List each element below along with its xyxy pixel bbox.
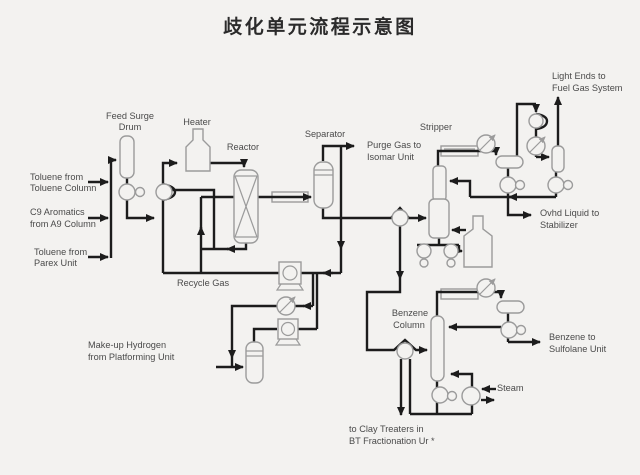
charge-pump-icon <box>118 183 146 201</box>
stream-label-makeup-hydrogen: from Platforming Unit <box>88 352 175 362</box>
benzene-column-label: Benzene <box>392 308 428 318</box>
stream-label-ovhd-liquid: Stabilizer <box>540 220 578 230</box>
stripper-reboiler-furnace <box>463 215 493 268</box>
stream-label-benzene-product: Sulfolane Unit <box>549 344 607 354</box>
separator-label: Separator <box>305 129 345 139</box>
combined-feed-exchanger-icon <box>155 183 173 201</box>
separator-vessel <box>313 161 334 209</box>
stream-label-clay-treaters: BT Fractionation Ur * <box>349 436 435 446</box>
stripper-bottoms-pumps-icon <box>416 243 459 268</box>
stripper-aircooler-icon <box>476 134 496 154</box>
stream-label-purge-gas: Purge Gas to <box>367 140 421 150</box>
stripper-reflux-drum <box>495 155 524 169</box>
stream-label-steam: Steam <box>497 383 524 393</box>
stream-label-ovhd-liquid: Ovhd Liquid to <box>540 208 599 218</box>
recycle-compressor-icon <box>275 261 305 291</box>
pipe-reactor-effluent <box>226 243 248 253</box>
benzene-condenser <box>440 288 479 300</box>
light-ends-cooler-icon <box>526 136 546 156</box>
light-ends-exchanger-icon <box>528 113 544 129</box>
pipe-charge-pump-out <box>125 200 155 222</box>
reactor-label: Reactor <box>227 142 259 152</box>
stream-label-recycle-gas: Recycle Gas <box>177 278 229 288</box>
pipe-drum-vapor <box>515 102 536 156</box>
diagram-title: 歧化单元流程示意图 <box>223 15 417 38</box>
benzene-reflux-pump-icon <box>500 321 527 339</box>
pipe-separator-bottoms <box>321 206 427 222</box>
stream-label-c9-aromatics: from A9 Column <box>30 219 96 229</box>
benzene-bottoms-pump-icon <box>431 386 458 404</box>
pipe-feed-collector <box>108 156 117 258</box>
pipe-combined-feed-riser <box>161 159 178 273</box>
feed-surge-drum-label: Feed Surge <box>106 111 154 121</box>
benzene-aircooler-icon <box>476 278 496 298</box>
stream-label-parex: Parex Unit <box>34 258 77 268</box>
stripper-feed-exchanger-icon <box>391 209 409 227</box>
feed-surge-drum-label: Drum <box>119 122 142 132</box>
stream-label-makeup-hydrogen: Make-up Hydrogen <box>88 340 166 350</box>
stream-label-light-ends: Fuel Gas System <box>552 83 623 93</box>
makeup-hydrogen-drum <box>245 341 264 384</box>
stripper-reflux-pump-icon <box>499 176 526 194</box>
pipe-stripper-overhead <box>436 149 496 166</box>
benzene-column-vessel <box>430 315 445 382</box>
pipe-to-stabilizer <box>506 197 532 219</box>
stream-label-toluene-column: Toluene from <box>30 172 83 182</box>
stream-label-toluene-column: Toluene Column <box>30 183 96 193</box>
pipe-heater-to-reactor <box>208 159 248 168</box>
makeup-compressor-icon <box>274 318 302 346</box>
heater-furnace <box>185 128 211 172</box>
pipe-purge-gas <box>321 142 355 161</box>
benzene-reboiler-icon <box>461 386 481 406</box>
stripper-column <box>428 165 450 239</box>
stream-label-purge-gas: Isomar Unit <box>367 152 414 162</box>
stream-label-light-ends: Light Ends to <box>552 71 606 81</box>
ko-drum-pump-icon <box>547 176 574 194</box>
stream-label-parex: Toluene from <box>34 247 87 257</box>
stripper-label: Stripper <box>420 122 452 132</box>
stream-label-clay-treaters: to Clay Treaters in <box>349 424 424 434</box>
stream-label-benzene-product: Benzene to <box>549 332 596 342</box>
pipe-stripper-reflux <box>449 177 472 197</box>
heater-label: Heater <box>183 117 211 127</box>
pipe-exchanger-hot-side <box>172 188 216 249</box>
benzene-feed-exchanger-icon <box>396 342 414 360</box>
benzene-reflux-drum <box>496 300 525 314</box>
benzene-column-label: Column <box>393 320 425 330</box>
stream-label-c9-aromatics: C9 Aromatics <box>30 207 85 217</box>
pipe-benzene-feed <box>365 279 428 354</box>
reactor-vessel <box>233 169 259 244</box>
feed-surge-drum <box>119 135 135 179</box>
makeup-cooler-icon <box>276 296 296 316</box>
fuel-gas-ko-drum <box>551 145 565 173</box>
